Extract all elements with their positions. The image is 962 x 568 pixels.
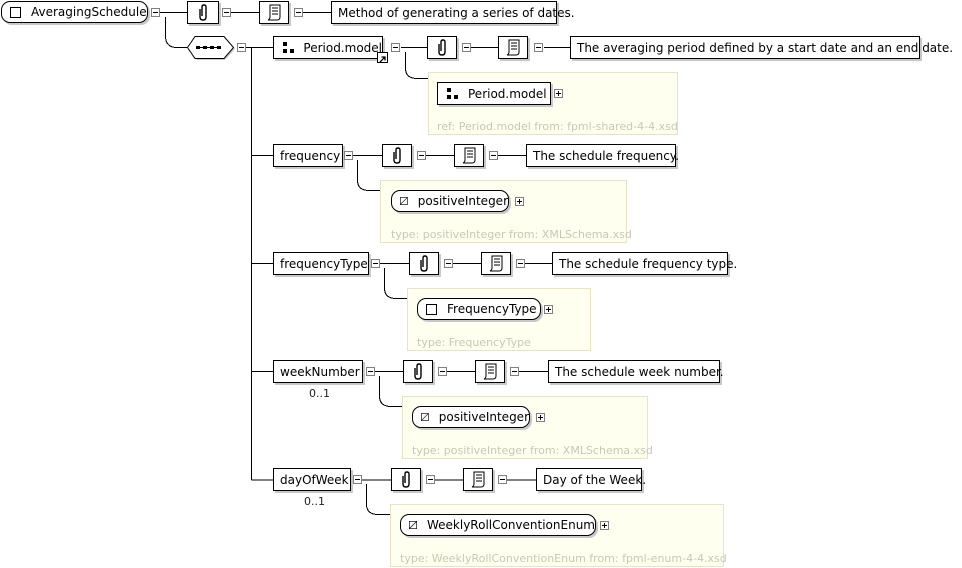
element-frequency[interactable]: frequency bbox=[273, 144, 343, 167]
frequency-collapse-toggle[interactable] bbox=[344, 151, 353, 160]
dayofweek-documentation-text: Day of the Week. bbox=[536, 468, 646, 491]
weeknumber-documentation-toggle[interactable] bbox=[510, 367, 519, 376]
scroll-icon bbox=[462, 147, 476, 163]
weeknumber-type-source: type: positiveInteger from: XMLSchema.xs… bbox=[412, 444, 653, 457]
period-collapse-toggle[interactable] bbox=[391, 43, 400, 52]
frequencytype-collapse-toggle[interactable] bbox=[371, 259, 380, 268]
simple-type-triangle-icon bbox=[409, 521, 417, 529]
frequency-annotation-toggle[interactable] bbox=[417, 151, 426, 160]
dayofweek-collapse-toggle[interactable] bbox=[353, 475, 362, 484]
frequencytype-documentation-toggle[interactable] bbox=[516, 259, 525, 268]
frequency-type-source: type: positiveInteger from: XMLSchema.xs… bbox=[391, 228, 632, 241]
period-documentation-box[interactable] bbox=[498, 36, 528, 59]
root-documentation-box[interactable] bbox=[259, 1, 289, 24]
complex-type-square-icon bbox=[426, 303, 437, 315]
frequency-documentation-box[interactable] bbox=[454, 144, 484, 167]
dayofweek-type-label: WeeklyRollConventionEnum bbox=[426, 518, 595, 532]
scroll-icon bbox=[506, 39, 520, 55]
weeknumber-type-expand-toggle[interactable] bbox=[536, 413, 545, 422]
complex-type-square-icon bbox=[10, 6, 21, 18]
period-ref-label: Period.model bbox=[468, 86, 547, 101]
period-ref-expand-toggle[interactable] bbox=[554, 89, 563, 98]
dayofweek-annotation-box[interactable] bbox=[391, 468, 421, 491]
period-annotation-toggle[interactable] bbox=[462, 43, 471, 52]
dayofweek-occurrence: 0..1 bbox=[304, 495, 325, 508]
frequency-documentation-toggle[interactable] bbox=[489, 151, 498, 160]
root-element-averagingschedule[interactable]: AveragingSchedule bbox=[1, 1, 148, 23]
frequencytype-documentation-text: The schedule frequency type. bbox=[552, 252, 737, 275]
dayofweek-documentation-box[interactable] bbox=[463, 468, 493, 491]
weeknumber-annotation-toggle[interactable] bbox=[438, 367, 447, 376]
period-ref-source: ref: Period.model from: fpml-shared-4-4.… bbox=[437, 120, 678, 133]
weeknumber-documentation-box[interactable] bbox=[475, 360, 505, 383]
weeknumber-type-box[interactable]: positiveInteger bbox=[412, 406, 530, 428]
element-label: Period.model bbox=[303, 40, 382, 55]
reference-arrow-icon bbox=[377, 52, 388, 63]
period-documentation-toggle[interactable] bbox=[534, 43, 543, 52]
group-icon bbox=[446, 87, 460, 100]
element-period-model[interactable]: Period.model bbox=[273, 36, 383, 59]
paperclip-icon bbox=[393, 146, 401, 164]
frequencytype-annotation-toggle[interactable] bbox=[444, 259, 453, 268]
scroll-icon bbox=[267, 4, 281, 20]
frequencytype-type-label: FrequencyType bbox=[447, 302, 537, 316]
dayofweek-documentation-toggle[interactable] bbox=[498, 475, 507, 484]
weeknumber-collapse-toggle[interactable] bbox=[366, 367, 375, 376]
dayofweek-type-source: type: WeeklyRollConventionEnum from: fpm… bbox=[400, 552, 727, 565]
element-weeknumber[interactable]: weekNumber bbox=[273, 360, 363, 383]
period-annotation-box[interactable] bbox=[427, 36, 457, 59]
weeknumber-type-label: positiveInteger bbox=[438, 410, 529, 424]
simple-type-triangle-icon bbox=[421, 413, 429, 421]
weeknumber-annotation-box[interactable] bbox=[403, 360, 433, 383]
weeknumber-documentation-text: The schedule week number. bbox=[548, 360, 724, 383]
frequencytype-type-box[interactable]: FrequencyType bbox=[417, 298, 541, 320]
dayofweek-type-expand-toggle[interactable] bbox=[600, 521, 609, 530]
scroll-icon bbox=[483, 363, 497, 379]
sequence-icon bbox=[186, 36, 235, 60]
scroll-icon bbox=[471, 471, 485, 487]
period-documentation-text: The averaging period defined by a start … bbox=[570, 36, 953, 59]
frequencytype-documentation-box[interactable] bbox=[481, 252, 511, 275]
frequencytype-type-expand-toggle[interactable] bbox=[544, 305, 553, 314]
scroll-icon bbox=[489, 255, 503, 271]
dayofweek-annotation-toggle[interactable] bbox=[426, 475, 435, 484]
root-collapse-toggle[interactable] bbox=[151, 8, 160, 17]
root-documentation-toggle[interactable] bbox=[294, 8, 303, 17]
period-ref-box[interactable]: Period.model bbox=[437, 82, 551, 105]
sequence-compositor[interactable] bbox=[186, 36, 235, 60]
simple-type-triangle-icon bbox=[400, 197, 408, 205]
root-element-label: AveragingSchedule bbox=[31, 5, 147, 19]
paperclip-icon bbox=[414, 362, 422, 380]
frequency-annotation-box[interactable] bbox=[382, 144, 412, 167]
frequency-type-box[interactable]: positiveInteger bbox=[391, 190, 509, 212]
paperclip-icon bbox=[420, 254, 428, 272]
paperclip-icon bbox=[199, 3, 207, 21]
root-documentation-text: Method of generating a series of dates. bbox=[331, 1, 575, 24]
element-dayofweek[interactable]: dayOfWeek bbox=[273, 468, 351, 491]
paperclip-icon bbox=[402, 470, 410, 488]
group-icon bbox=[282, 41, 295, 54]
frequency-type-expand-toggle[interactable] bbox=[515, 197, 524, 206]
frequency-type-label: positiveInteger bbox=[417, 194, 508, 208]
dayofweek-type-box[interactable]: WeeklyRollConventionEnum bbox=[400, 514, 596, 536]
element-frequencytype[interactable]: frequencyType bbox=[273, 252, 369, 275]
weeknumber-occurrence: 0..1 bbox=[309, 387, 330, 400]
root-annotation-toggle[interactable] bbox=[222, 8, 231, 17]
frequency-documentation-text: The schedule frequency. bbox=[526, 144, 679, 167]
frequencytype-type-source: type: FrequencyType bbox=[417, 336, 531, 349]
root-annotation-box[interactable] bbox=[187, 1, 219, 24]
sequence-collapse-toggle[interactable] bbox=[237, 43, 246, 52]
frequencytype-annotation-box[interactable] bbox=[409, 252, 439, 275]
paperclip-icon bbox=[438, 38, 446, 56]
